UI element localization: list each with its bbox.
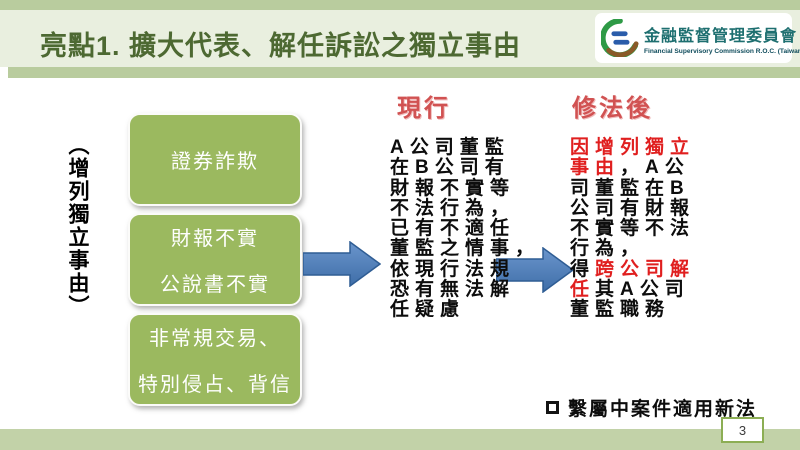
footnote-text: 繫屬中案件適用新法 — [568, 399, 758, 420]
cause-box-securities-fraud: 證券詐欺 — [128, 113, 302, 206]
cause-box-line: 財報不實 — [171, 228, 259, 250]
cause-box-line: 證券詐欺 — [171, 151, 259, 173]
footer-strip — [0, 429, 800, 450]
square-bullet-icon — [546, 401, 559, 414]
right-arrow-icon — [303, 241, 381, 287]
cause-box-line: 公說書不實 — [160, 274, 270, 296]
fsc-org-name: 金融監督管理委員會 — [644, 27, 798, 45]
fsc-logo-text: 金融監督管理委員會 Financial Supervisory Commissi… — [644, 22, 800, 55]
cause-box-irregular-transactions: 非常規交易、 特別侵占、背信 — [128, 313, 302, 406]
cause-box-false-financial-reports: 財報不實 公說書不實 — [128, 213, 302, 306]
top-strip — [0, 0, 800, 10]
footnote: 繫屬中案件適用新法 — [546, 394, 757, 421]
fsc-org-name-en: Financial Supervisory Commission R.O.C. … — [644, 47, 800, 55]
header-divider-strip — [8, 67, 800, 78]
column-heading-current: 現行 — [397, 95, 451, 122]
fsc-logo: 金融監督管理委員會 Financial Supervisory Commissi… — [595, 13, 800, 63]
right-arrow-icon — [496, 247, 574, 293]
current-law-text: A公司董監 在B公司有 財報不實等 不法行為， 已有不適任 董監之情事， 依現行… — [390, 137, 541, 321]
page-number: 3 — [721, 417, 764, 443]
column-heading-revised: 修法後 — [572, 95, 653, 122]
fsc-logo-icon — [601, 19, 639, 57]
side-label-vertical: （增列獨立事由） — [66, 134, 89, 318]
page-title: 亮點1. 擴大代表、解任訴訟之獨立事由 — [40, 31, 522, 61]
cause-box-line: 非常規交易、 — [149, 328, 281, 350]
cause-box-line: 特別侵占、背信 — [138, 374, 292, 396]
